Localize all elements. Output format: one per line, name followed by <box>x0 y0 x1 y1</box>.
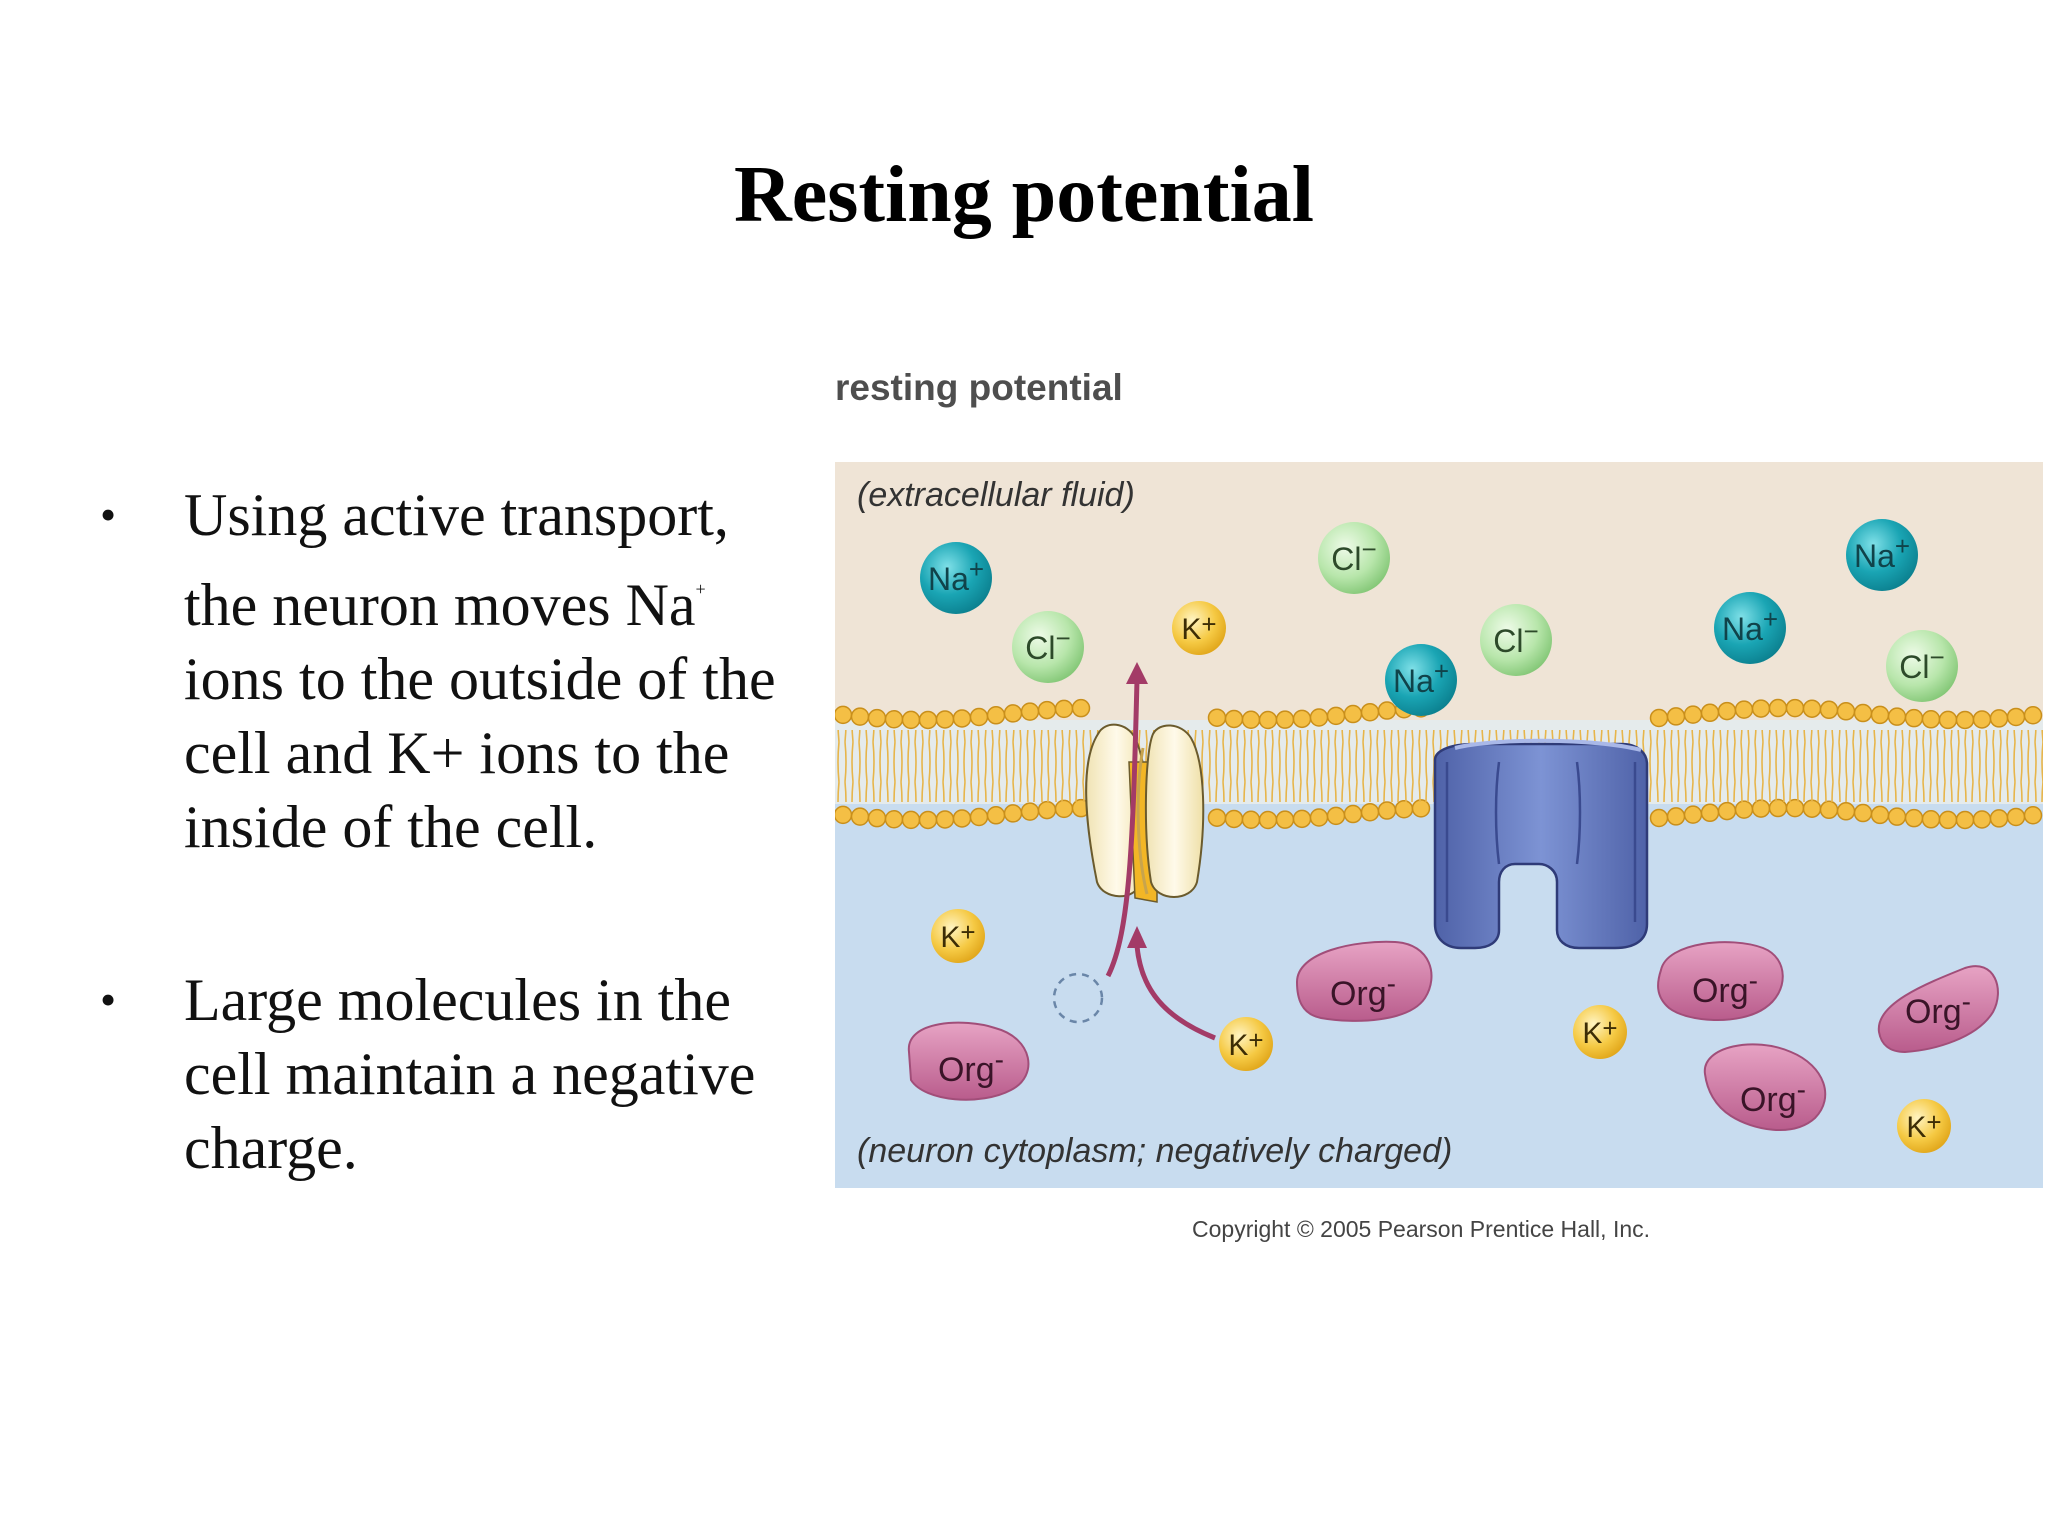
bullet-marker: • <box>100 489 117 540</box>
svg-text:Org-: Org- <box>1330 968 1396 1013</box>
ion-symbol: Org <box>938 1051 995 1089</box>
ion-symbol: Na <box>1854 538 1895 574</box>
ion-symbol: K <box>1228 1029 1248 1062</box>
vacated-ion-site <box>1052 972 1104 1024</box>
ion-charge: + <box>1201 609 1216 639</box>
ion-symbol: Org <box>1740 1081 1797 1119</box>
ion-charge: − <box>1362 534 1377 564</box>
sodium-ion: Na+ <box>920 542 992 614</box>
potassium-ion: K+ <box>1897 1099 1951 1153</box>
ion-symbol: Org <box>1692 972 1749 1010</box>
membrane-diagram: (extracellular fluid) (neuron cytoplasm;… <box>835 462 2043 1188</box>
bullet-list: • Using active transport, the neuron mov… <box>100 478 800 1185</box>
svg-text:Na+: Na+ <box>1854 531 1910 574</box>
organic-anion: Org- <box>1657 941 1784 1022</box>
sodium-ion: Na+ <box>1714 592 1786 664</box>
ion-symbol: Org <box>1905 993 1962 1031</box>
ion-charge: + <box>960 917 975 947</box>
ion-symbol: Org <box>1330 975 1387 1013</box>
chloride-ion: Cl− <box>1886 630 1958 702</box>
svg-text:Cl−: Cl− <box>1899 642 1944 685</box>
ion-charge: + <box>1895 531 1910 561</box>
svg-text:K+: K+ <box>940 917 975 954</box>
figure-heading: resting potential <box>835 367 1123 408</box>
ion-charge: + <box>1434 656 1449 686</box>
svg-text:K+: K+ <box>1906 1107 1941 1144</box>
ion-symbol: Na <box>1722 611 1763 647</box>
bullet-item: • Using active transport, the neuron mov… <box>100 478 800 864</box>
extracellular-label: (extracellular fluid) <box>857 476 1135 514</box>
svg-text:K+: K+ <box>1582 1013 1617 1050</box>
svg-text:Na+: Na+ <box>928 554 984 597</box>
ion-charge: - <box>1797 1074 1806 1105</box>
ion-charge: - <box>995 1044 1004 1075</box>
bullet-text-continued: ions to the outside of the cell and K+ i… <box>184 646 776 860</box>
svg-text:K+: K+ <box>1181 609 1216 646</box>
organic-anion: Org- <box>1295 940 1433 1022</box>
bullet-marker: • <box>100 974 117 1025</box>
ion-charge: − <box>1524 616 1539 646</box>
ion-symbol: Cl <box>1025 630 1055 666</box>
ion-symbol: K <box>1181 613 1201 646</box>
chloride-ion: Cl− <box>1318 522 1390 594</box>
ion-symbol: Na <box>928 561 969 597</box>
ion-charge: - <box>1387 968 1396 999</box>
bullet-superscript: + <box>695 579 706 599</box>
ion-charge: - <box>1962 986 1971 1017</box>
ion-symbol: Cl <box>1331 541 1361 577</box>
svg-text:Org-: Org- <box>1740 1074 1806 1119</box>
chloride-ion: Cl− <box>1480 604 1552 676</box>
ion-charge: + <box>1248 1025 1263 1055</box>
ion-pump <box>1433 738 1649 950</box>
svg-text:Org-: Org- <box>1692 965 1758 1010</box>
potassium-ion: K+ <box>931 909 985 963</box>
ion-symbol: Na <box>1393 663 1434 699</box>
copyright-notice: Copyright © 2005 Pearson Prentice Hall, … <box>1192 1216 1651 1242</box>
cytoplasm-label: (neuron cytoplasm; negatively charged) <box>857 1132 1452 1170</box>
potassium-flow-arrow <box>1105 662 1148 978</box>
potassium-ion: K+ <box>1219 1017 1273 1071</box>
svg-text:Org-: Org- <box>1905 986 1971 1031</box>
potassium-ion: K+ <box>1172 601 1226 655</box>
ion-symbol: K <box>1582 1017 1602 1050</box>
organic-anion: Org- <box>907 1021 1030 1101</box>
ion-charge: - <box>1749 965 1758 996</box>
svg-text:Na+: Na+ <box>1393 656 1449 699</box>
ion-symbol: K <box>940 921 960 954</box>
svg-text:K+: K+ <box>1228 1025 1263 1062</box>
ion-charge: + <box>1763 604 1778 634</box>
ion-symbol: Cl <box>1899 649 1929 685</box>
sodium-ion: Na+ <box>1385 644 1457 716</box>
bullet-item: • Large molecules in the cell maintain a… <box>100 963 800 1185</box>
ion-charge: + <box>1926 1107 1941 1137</box>
membrane-figure: (extracellular fluid) (neuron cytoplasm;… <box>835 462 2043 1188</box>
potassium-ion: K+ <box>1573 1005 1627 1059</box>
slide-title: Resting potential <box>734 151 1314 239</box>
svg-text:Cl−: Cl− <box>1331 534 1376 577</box>
organic-anion: Org- <box>1877 965 1999 1054</box>
svg-text:Na+: Na+ <box>1722 604 1778 647</box>
svg-text:Cl−: Cl− <box>1025 623 1070 666</box>
ion-charge: + <box>969 554 984 584</box>
ion-symbol: Cl <box>1493 623 1523 659</box>
chloride-ion: Cl− <box>1012 611 1084 683</box>
bullet-text: Large molecules in the cell maintain a n… <box>184 967 756 1181</box>
organic-anion: Org- <box>1703 1043 1827 1131</box>
svg-text:Cl−: Cl− <box>1493 616 1538 659</box>
ion-charge: − <box>1056 623 1071 653</box>
svg-text:Org-: Org- <box>938 1044 1004 1089</box>
ion-charge: + <box>1602 1013 1617 1043</box>
bullet-text: Using active transport, the neuron moves… <box>184 482 729 638</box>
sodium-ion: Na+ <box>1846 519 1918 591</box>
ion-symbol: K <box>1906 1111 1926 1144</box>
potassium-entry-arrow <box>1127 926 1216 1041</box>
ion-charge: − <box>1930 642 1945 672</box>
